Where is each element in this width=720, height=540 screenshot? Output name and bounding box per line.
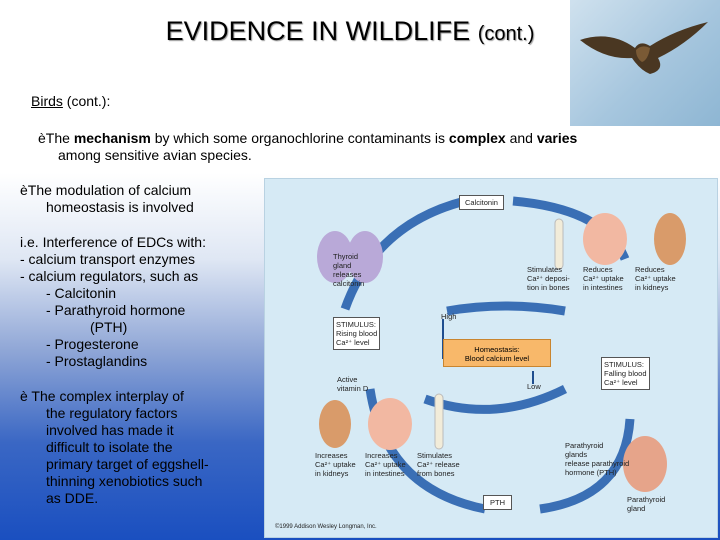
interplay-paragraph: è The complex interplay of the regulator… [20, 388, 209, 506]
homeostasis-box: Homeostasis:Blood calcium level [443, 339, 551, 367]
high-label: High [441, 312, 457, 321]
interference-list: i.e. Interference of EDCs with: - calciu… [20, 234, 206, 369]
birds-subheading: Birds (cont.): [31, 93, 111, 109]
mechanism-paragraph: èThe mechanism by which some organochlor… [38, 130, 578, 163]
arrow-icon: è [38, 130, 46, 146]
eagle-photo [570, 0, 720, 126]
arrow-icon: è [20, 182, 28, 198]
calcitonin-box: Calcitonin [459, 195, 504, 210]
copyright-label: ©1999 Addison Wesley Longman, Inc. [275, 524, 377, 530]
pth-box: PTH [483, 495, 512, 510]
low-label: Low [527, 382, 541, 391]
slide-title: EVIDENCE IN WILDLIFE (cont.) [165, 16, 535, 46]
calcium-paragraph: èThe modulation of calcium homeostasis i… [20, 182, 194, 215]
arrow-icon: è [20, 388, 28, 404]
left-column: èThe modulation of calcium homeostasis i… [20, 182, 260, 507]
